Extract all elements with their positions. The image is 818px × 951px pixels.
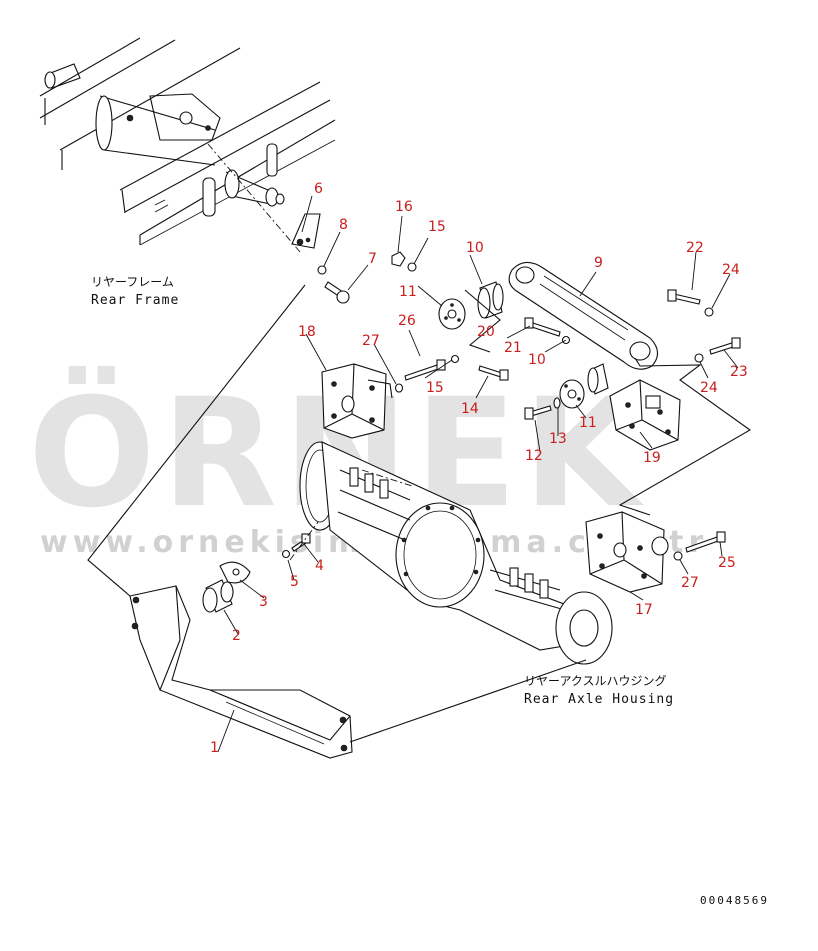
washer-5-drawing — [281, 549, 291, 559]
callout-6: 6 — [314, 181, 323, 197]
washer-27-upper-drawing — [394, 383, 404, 393]
callout-numbers: 1 2 3 4 5 6 7 8 9 10 10 11 11 12 13 14 1… — [210, 181, 748, 756]
callout-11-lower: 11 — [579, 415, 597, 431]
callout-10-top: 10 — [466, 240, 484, 256]
callout-11-top: 11 — [399, 284, 417, 300]
bolt-25-drawing — [685, 531, 726, 553]
callout-19: 19 — [643, 450, 661, 466]
rear-frame-label-jp: リヤーフレーム — [91, 275, 174, 289]
document-id: 00048569 — [700, 894, 769, 907]
washer-15-lower-drawing — [450, 354, 460, 364]
callout-22: 22 — [686, 240, 704, 256]
callout-5: 5 — [290, 574, 299, 590]
washer-24-lower-drawing — [694, 353, 704, 363]
component-labels: リヤーフレーム Rear Frame リヤーアクスルハウジング Rear Axl… — [91, 275, 674, 707]
callout-26: 26 — [398, 313, 416, 329]
washer-15-top-drawing — [407, 262, 417, 272]
plate-3-drawing — [219, 561, 251, 584]
washer-13-drawing — [553, 397, 561, 409]
callout-17: 17 — [635, 602, 653, 618]
callout-15-top: 15 — [428, 219, 446, 235]
plate-11-lower-drawing — [559, 379, 585, 409]
rear-axle-housing-label-en: Rear Axle Housing — [524, 692, 674, 707]
bushing-lower-drawing — [587, 363, 609, 395]
callout-leaders — [217, 195, 739, 753]
callout-4: 4 — [315, 558, 324, 574]
callout-13: 13 — [549, 431, 567, 447]
rear-frame-drawing — [39, 37, 336, 246]
assembly-guide-lines — [87, 143, 752, 743]
bracket-19-drawing — [609, 379, 681, 451]
callout-15-lower: 15 — [426, 380, 444, 396]
callout-12: 12 — [525, 448, 543, 464]
bracket-17-drawing — [585, 511, 669, 593]
callout-21: 21 — [504, 340, 522, 356]
bushing-10-top-drawing — [477, 281, 504, 319]
bracket-18-drawing — [321, 363, 393, 439]
bolt-7-drawing — [324, 281, 350, 304]
callout-24-lower: 24 — [700, 380, 718, 396]
callout-23: 23 — [730, 364, 748, 380]
bolt-23-drawing — [709, 337, 741, 355]
plate-11-top-drawing — [438, 298, 466, 330]
rear-axle-housing-label-jp: リヤーアクスルハウジング — [524, 674, 667, 688]
bolt-12-drawing — [524, 405, 552, 420]
callout-20: 20 — [477, 324, 495, 340]
rear-axle-housing-drawing — [299, 441, 613, 665]
callout-14: 14 — [461, 401, 479, 417]
retainer-plate-drawing — [291, 213, 321, 249]
callout-2: 2 — [232, 628, 241, 644]
bolt-26-drawing — [404, 359, 446, 381]
callout-7: 7 — [368, 251, 377, 267]
callout-25: 25 — [718, 555, 736, 571]
callout-24-top: 24 — [722, 262, 740, 278]
callout-1: 1 — [210, 740, 219, 756]
rear-frame-label-en: Rear Frame — [91, 293, 179, 308]
callout-27-upper: 27 — [362, 333, 380, 349]
arm-1-drawing — [129, 585, 353, 759]
washer-24-top-drawing — [704, 307, 714, 317]
callout-8: 8 — [339, 217, 348, 233]
washer-8-drawing — [317, 265, 327, 275]
callout-10-lower: 10 — [528, 352, 546, 368]
bolt-14-drawing — [478, 365, 509, 381]
bolt-21-drawing — [524, 317, 561, 337]
callout-27-lower: 27 — [681, 575, 699, 591]
callout-16: 16 — [395, 199, 413, 215]
nut-16-drawing — [391, 251, 406, 267]
callout-18: 18 — [298, 324, 316, 340]
bushing-2-drawing — [202, 579, 234, 613]
washer-27-lower-drawing — [673, 551, 683, 561]
callout-9: 9 — [594, 255, 603, 271]
bolt-22-drawing — [667, 289, 701, 305]
callout-3: 3 — [259, 594, 268, 610]
